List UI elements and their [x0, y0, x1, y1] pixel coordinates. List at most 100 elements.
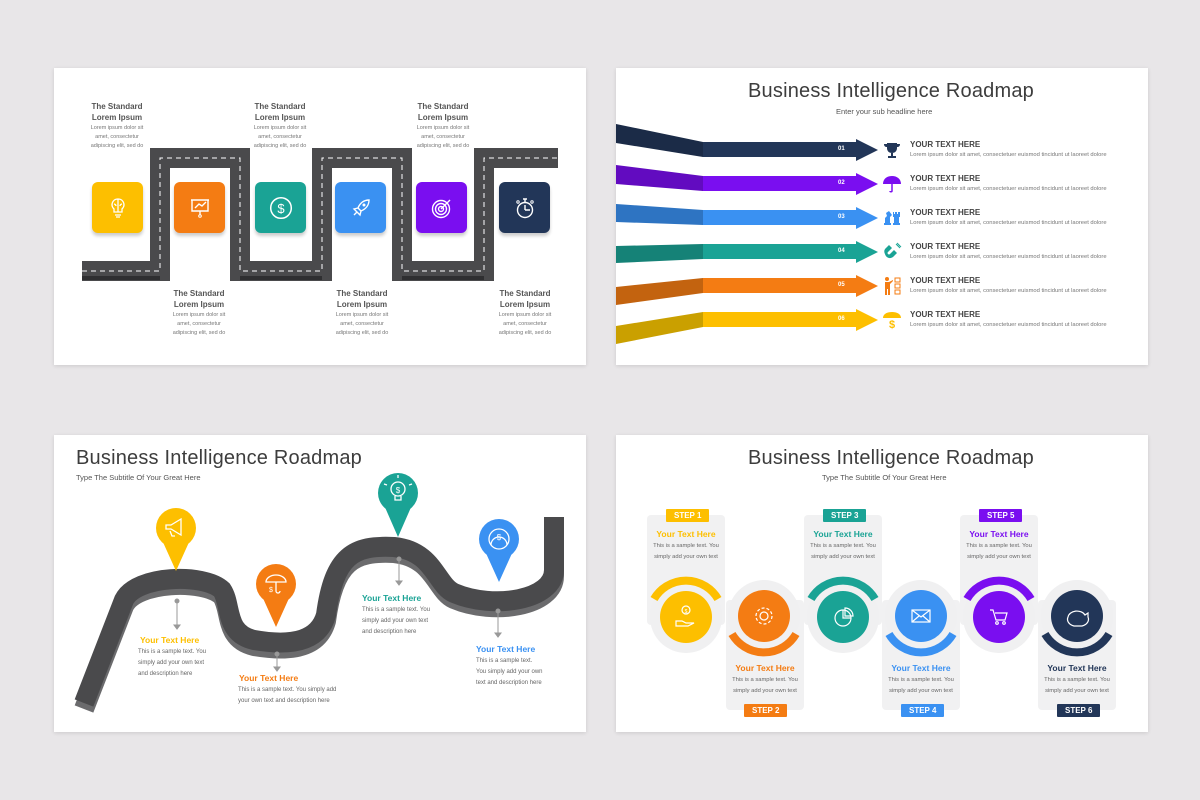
svg-text:$: $ [497, 533, 502, 542]
desc-line: simply add your own text [1045, 688, 1109, 694]
item-heading: Your Text Here [140, 635, 200, 645]
slide-subtitle: Type The Subtitle Of Your Great Here [76, 473, 201, 482]
desc-line: This is a sample text. You simply add [238, 687, 337, 693]
dollar-chart-icon [487, 527, 511, 549]
desc-line: This is a sample text. You [138, 649, 207, 655]
desc-line: This is a sample text. You [810, 543, 876, 549]
chess-icon [884, 211, 900, 225]
presentation-chart-icon [190, 198, 209, 218]
row-desc: Lorem ipsum dolor sit amet, consectetuer… [910, 220, 1107, 226]
row-heading: YOUR TEXT HERE [910, 310, 981, 319]
block-desc: Lorem ipsum dolor sit [498, 312, 552, 318]
desc-line: simply add your own text [967, 554, 1031, 560]
slide-title: Business Intelligence Roadmap [748, 80, 1034, 102]
row-heading: YOUR TEXT HERE [910, 174, 981, 183]
desc-line: and description here [138, 671, 193, 677]
step-badge-1: STEP 1 [666, 509, 710, 522]
block-title: The Standard [254, 102, 306, 111]
map-pin-yellow [156, 508, 196, 571]
desc-line: This is a sample text. You [1044, 677, 1110, 683]
svg-text:$: $ [889, 319, 895, 330]
slide-road-timeline[interactable]: $ The Standard Lorem Ipsum Lorem ipsum d… [54, 68, 586, 365]
megaphone-icon [164, 517, 188, 539]
item-heading: Your Text Here [362, 593, 422, 603]
row-number: 04 [838, 248, 845, 254]
svg-text:$: $ [685, 609, 688, 615]
item-desc: This is a sample text. You simply add yo… [238, 685, 336, 707]
desc-line: simply add your own text [733, 688, 797, 694]
money-umbrella-icon: $ [883, 312, 901, 330]
step-desc: This is a sample text. You simply add yo… [960, 541, 1038, 563]
block-desc: amet, consectetur [503, 321, 547, 327]
block-desc: adipiscing elit, sed do [253, 143, 307, 149]
block-desc: amet, consectetur [340, 321, 384, 327]
block-desc: amet, consectetur [258, 134, 302, 140]
desc-line: This is a sample text. You [653, 543, 719, 549]
step-heading: Your Text Here [969, 529, 1029, 539]
block-title: The Standard [336, 289, 388, 298]
dollar-bulb-icon [386, 481, 410, 503]
block-desc: adipiscing elit, sed do [90, 143, 144, 149]
arrow-ribbons [616, 124, 878, 344]
row-number: 06 [838, 316, 845, 322]
step-desc: This is a sample text. You simply add yo… [647, 541, 725, 563]
item-desc: This is a sample text. You simply add yo… [138, 647, 206, 680]
desc-line: simply add your own text [654, 554, 718, 560]
block-title: The Standard [91, 102, 143, 111]
tile-presentation [174, 182, 225, 233]
step-desc: This is a sample text. You simply add yo… [726, 675, 804, 697]
block-desc: amet, consectetur [177, 321, 221, 327]
item-desc: This is a sample text. You simply add yo… [476, 656, 542, 689]
top-text-block-1: The Standard Lorem Ipsum Lorem ipsum dol… [77, 101, 157, 150]
cart-icon [987, 605, 1011, 629]
piggy-bank-icon [1065, 604, 1089, 628]
row-heading: YOUR TEXT HERE [910, 140, 981, 149]
slide-winding-road[interactable]: Business Intelligence Roadmap Type The S… [54, 435, 586, 732]
row-heading: YOUR TEXT HERE [910, 208, 981, 217]
block-title: Lorem Ipsum [499, 300, 551, 309]
step-heading: Your Text Here [813, 529, 873, 539]
desc-line: and description here [362, 629, 417, 635]
row-number: 03 [838, 214, 845, 220]
tile-dollar: $ [255, 182, 306, 233]
block-desc: Lorem ipsum dolor sit [172, 312, 226, 318]
desc-line: This is a sample text. You [966, 543, 1032, 549]
tile-brain [92, 182, 143, 233]
slide-steps[interactable]: Business Intelligence Roadmap Type The S… [616, 435, 1148, 732]
pie-chart-icon [831, 605, 855, 629]
step-heading: Your Text Here [656, 529, 716, 539]
gear-icon [752, 604, 776, 628]
step-badge-2: STEP 2 [744, 704, 788, 717]
step-circles: $ [650, 576, 1113, 657]
row-desc: Lorem ipsum dolor sit amet, consectetuer… [910, 254, 1107, 260]
row-number: 01 [838, 146, 845, 152]
magnet-icon [884, 242, 902, 259]
desc-line: simply add your own text [362, 618, 429, 624]
block-title: Lorem Ipsum [173, 300, 225, 309]
brain-bulb-icon [110, 197, 125, 218]
top-text-block-3: The Standard Lorem Ipsum Lorem ipsum dol… [403, 101, 483, 150]
slide-arrow-list[interactable]: Business Intelligence Roadmap Enter your… [616, 68, 1148, 365]
step-heading: Your Text Here [735, 663, 795, 673]
presenter-checklist-icon [885, 277, 901, 295]
zigzag-road [82, 148, 558, 281]
row-heading: YOUR TEXT HERE [910, 242, 981, 251]
block-desc: amet, consectetur [95, 134, 139, 140]
step-badge-4: STEP 4 [901, 704, 945, 717]
row-number: 02 [838, 180, 845, 186]
row-heading: YOUR TEXT HERE [910, 276, 981, 285]
tile-rocket [335, 182, 386, 233]
item-heading: Your Text Here [476, 644, 536, 654]
desc-line: This is a sample text. You [362, 607, 431, 613]
block-desc: adipiscing elit, sed do [416, 143, 470, 149]
block-desc: Lorem ipsum dolor sit [90, 125, 144, 131]
item-heading: Your Text Here [239, 673, 299, 683]
step-desc: This is a sample text. You simply add yo… [882, 675, 960, 697]
block-desc: adipiscing elit, sed do [172, 330, 226, 336]
block-desc: adipiscing elit, sed do [498, 330, 552, 336]
row-desc: Lorem ipsum dolor sit amet, consectetuer… [910, 186, 1107, 192]
row-desc: Lorem ipsum dolor sit amet, consectetuer… [910, 322, 1107, 328]
block-desc: adipiscing elit, sed do [335, 330, 389, 336]
row-number: 05 [838, 282, 845, 288]
step-heading: Your Text Here [891, 663, 951, 673]
